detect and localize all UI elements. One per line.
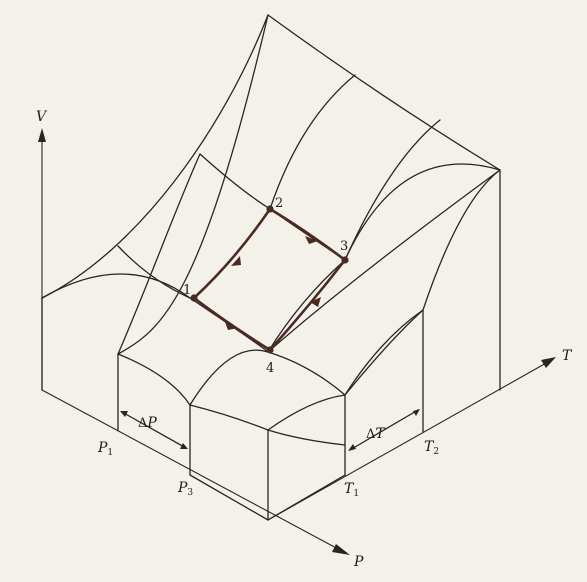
surface-left-edge — [41, 14, 269, 299]
delta-t-arrowhead-left — [348, 444, 356, 451]
isobar-p2-curve — [117, 153, 201, 355]
cycle-segment-1-4 — [192, 296, 272, 352]
block-bottom-front — [189, 474, 269, 521]
state-label-1: 1 — [183, 283, 191, 298]
p1-tick-label: P1 — [97, 440, 113, 458]
delta-t-arrow-line — [349, 409, 419, 451]
v-axis-arrowhead — [38, 128, 46, 142]
p-axis-arrowhead — [332, 544, 350, 555]
surface-front-edge — [117, 309, 424, 406]
t-axis-label: T — [562, 348, 573, 364]
state-point-4 — [266, 346, 274, 354]
cycle-segment-1-2 — [192, 207, 272, 300]
delta-p-label: ΔP — [138, 415, 157, 431]
p-axis-label: P — [353, 554, 364, 570]
cycle-arrow-1-4 — [225, 322, 238, 330]
delta-p-arrow-line — [121, 411, 187, 449]
surface-upper-grid-2 — [269, 74, 356, 210]
t1-tick-label: T1 — [344, 481, 359, 499]
surface-right-edge — [267, 14, 501, 171]
state-point-2 — [266, 205, 274, 213]
surface-front-grid-2 — [267, 429, 346, 446]
t2-tick-label: T2 — [424, 439, 439, 457]
surface-upper-grid-3 — [344, 119, 441, 261]
p-axis — [41, 389, 341, 551]
cycle-path — [190, 205, 349, 354]
t-axis — [267, 361, 549, 521]
t-axis-arrowhead — [541, 357, 556, 368]
p3-tick-label: P3 — [177, 480, 193, 498]
cycle-segment-4-3 — [268, 258, 347, 352]
delta-t-label: ΔT — [366, 426, 386, 442]
delta-t-arrowhead-right — [413, 409, 420, 416]
state-label-4: 4 — [266, 361, 274, 376]
state-point-1 — [190, 294, 198, 302]
solid-block — [41, 169, 501, 521]
surface-line-p2 — [41, 169, 501, 353]
delta-t-marker: ΔT — [348, 409, 420, 451]
state-label-3: 3 — [340, 239, 348, 254]
axes — [38, 128, 556, 555]
delta-p-arrowhead-left — [120, 411, 128, 417]
cycle-arrow-2-3 — [305, 236, 318, 244]
cycle-segment-2-3 — [268, 207, 347, 262]
state-label-2: 2 — [275, 196, 283, 211]
state-point-3 — [341, 256, 349, 264]
v-axis-label: V — [36, 109, 48, 125]
cycle-arrow-1-2 — [231, 256, 241, 266]
isobar-p1-curve — [117, 14, 269, 355]
cycle-arrow-4-3 — [310, 297, 321, 307]
surface-front-grid — [189, 394, 346, 431]
surface-lower-grid-1 — [267, 259, 346, 353]
block-bottom-right — [267, 474, 346, 521]
delta-p-arrowhead-right — [180, 443, 188, 449]
pvt-surface — [41, 14, 501, 446]
labels: V T P 1 2 3 4 P1 P3 T1 T2 — [36, 109, 573, 570]
delta-p-marker: ΔP — [120, 411, 188, 449]
surface-line-mid — [117, 245, 191, 299]
